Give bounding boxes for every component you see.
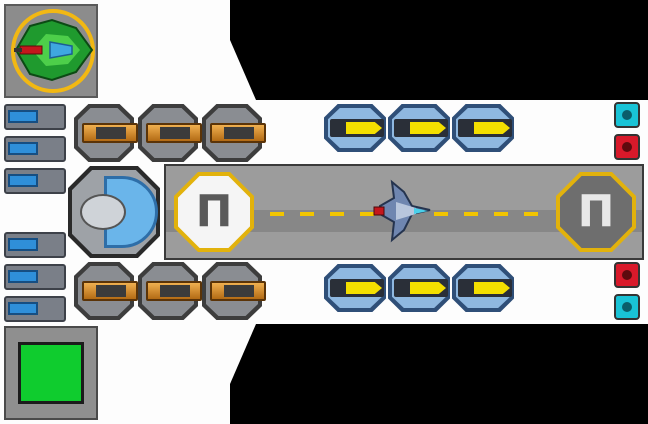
launcher[interactable] xyxy=(4,134,66,164)
turret-bay[interactable] xyxy=(138,104,202,162)
hull-wing-top xyxy=(230,40,256,100)
landing-pad-right[interactable]: Π xyxy=(556,172,636,252)
launcher-screen xyxy=(8,142,38,155)
drone-pod[interactable] xyxy=(324,104,386,152)
selection-ring xyxy=(11,9,95,93)
player-ship-icon[interactable] xyxy=(370,178,436,244)
drone-pod[interactable] xyxy=(324,264,386,312)
turret-bay[interactable] xyxy=(202,104,266,162)
runway-dash xyxy=(360,212,374,216)
ship-portrait[interactable] xyxy=(4,4,98,98)
drone-pod[interactable] xyxy=(388,104,450,152)
door-red-icon[interactable] xyxy=(614,134,640,160)
runway-dash xyxy=(524,212,538,216)
runway-dash xyxy=(464,212,478,216)
launcher-screen xyxy=(8,238,38,251)
launcher-screen xyxy=(8,110,38,123)
drone-pod[interactable] xyxy=(388,264,450,312)
door-teal-icon[interactable] xyxy=(614,294,640,320)
turret-bay[interactable] xyxy=(202,262,266,320)
door-red-icon[interactable] xyxy=(614,262,640,288)
launcher-screen xyxy=(8,302,38,315)
door-teal-icon[interactable] xyxy=(614,102,640,128)
launcher[interactable] xyxy=(4,102,66,132)
launcher[interactable] xyxy=(4,262,66,292)
pad-glyph: Π xyxy=(195,186,233,237)
drone-pod[interactable] xyxy=(452,264,514,312)
runway-dash xyxy=(270,212,284,216)
launcher[interactable] xyxy=(4,294,66,324)
launcher-screen xyxy=(8,270,38,283)
green-ship-icon xyxy=(14,18,94,82)
hull-wing-bottom xyxy=(230,324,256,384)
launcher-screen xyxy=(8,174,38,187)
command-dome[interactable] xyxy=(68,166,160,258)
runway-dash xyxy=(494,212,508,216)
drone-pod[interactable] xyxy=(452,104,514,152)
runway-dash xyxy=(434,212,448,216)
turret-bay[interactable] xyxy=(74,262,138,320)
landing-pad-left[interactable]: Π xyxy=(174,172,254,252)
launcher[interactable] xyxy=(4,230,66,260)
turret-bay[interactable] xyxy=(74,104,138,162)
turret-bay[interactable] xyxy=(138,262,202,320)
status-panel[interactable] xyxy=(4,326,98,420)
launcher[interactable] xyxy=(4,166,66,196)
runway-dash xyxy=(330,212,344,216)
status-screen xyxy=(18,342,84,404)
dome-hub xyxy=(80,194,126,230)
pad-glyph: Π xyxy=(577,186,615,237)
runway-dash xyxy=(300,212,314,216)
